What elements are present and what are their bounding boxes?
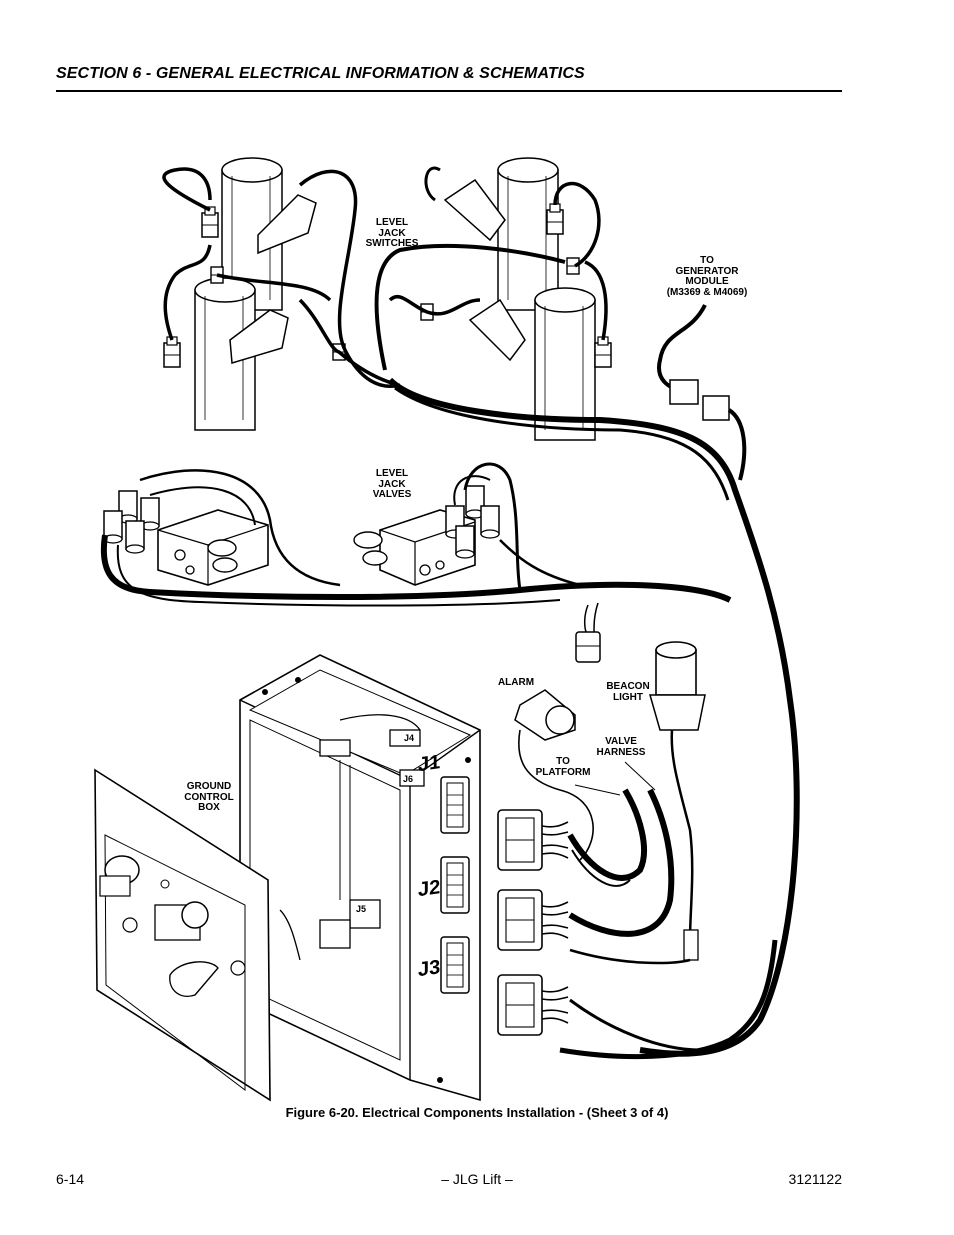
footer-center-text: – JLG Lift – <box>441 1171 513 1187</box>
label-beacon-light: BEACON LIGHT <box>606 681 650 703</box>
figure-caption: Figure 6-20. Electrical Components Insta… <box>285 1105 669 1120</box>
connector-j6-label: J6 <box>403 774 413 784</box>
footer-page-number: 6-14 <box>56 1171 85 1187</box>
connector-j4-label: J4 <box>404 733 414 743</box>
connector-j2-label: J2 <box>418 876 440 901</box>
generator-module-harness <box>657 304 747 481</box>
ground-control-box-enclosure <box>239 654 481 1102</box>
alarm-device <box>514 689 594 861</box>
header-rule <box>56 90 842 92</box>
footer-doc-number: 3121122 <box>788 1171 842 1187</box>
ground-control-panel <box>94 768 271 1102</box>
section-title: SECTION 6 - GENERAL ELECTRICAL INFORMATI… <box>56 65 585 82</box>
beacon-light-device <box>649 641 706 961</box>
main-harness <box>387 377 800 1060</box>
harness-plugs <box>497 788 701 1052</box>
level-jack-valves-group <box>100 462 732 663</box>
label-to-generator-module: TO GENERATOR MODULE (M3369 & M4069) <box>666 255 748 298</box>
level-jack-switches-group <box>162 157 612 441</box>
pointer-lines <box>574 761 656 796</box>
label-alarm: ALARM <box>497 677 535 688</box>
connector-labels: J1 J2 J3 J4 J5 J6 <box>356 733 440 981</box>
connector-j1-label: J1 <box>418 751 440 776</box>
connector-j5-label: J5 <box>356 904 366 914</box>
label-to-platform: TO PLATFORM <box>535 756 591 778</box>
connector-j3-label: J3 <box>418 956 440 981</box>
label-valve-harness: VALVE HARNESS <box>596 736 646 758</box>
label-ground-control-box: GROUND CONTROL BOX <box>184 781 234 813</box>
label-level-jack-valves: LEVEL JACK VALVES <box>372 468 412 500</box>
label-level-jack-switches: LEVEL JACK SWITCHES <box>365 217 419 249</box>
